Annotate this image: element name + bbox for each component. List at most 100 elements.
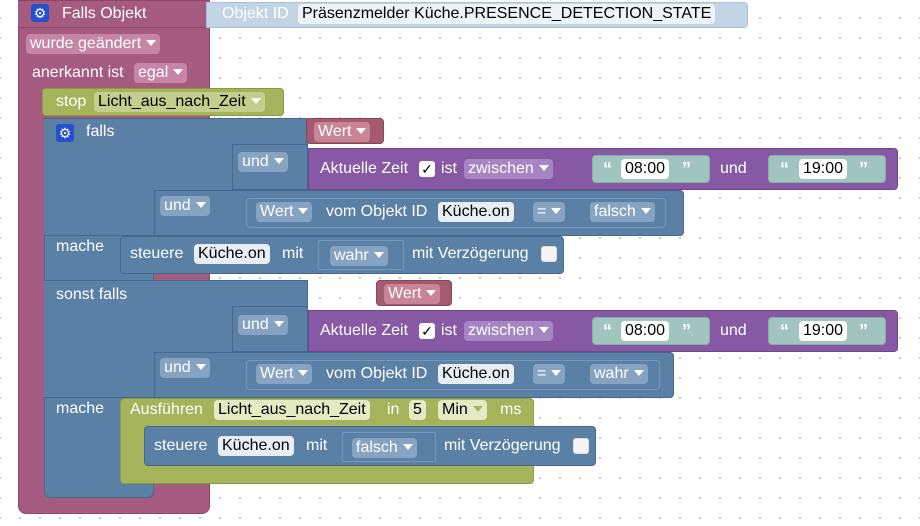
time-from-field-1[interactable]: 08:00 (621, 159, 670, 179)
time-to-field-1[interactable]: 19:00 (799, 159, 848, 179)
timeout-name-field[interactable]: Licht_aus_nach_Zeit (214, 400, 370, 420)
mit-label-1: mit (282, 245, 304, 262)
timeout-unit-text: Min (442, 401, 468, 418)
time-to-field-2[interactable]: 19:00 (799, 321, 848, 341)
sonst-falls-label: sonst falls (56, 286, 128, 303)
compare-dropdown-1[interactable]: zwischen (464, 159, 553, 179)
quote-close-icon: ” (859, 159, 868, 179)
delay-label-1: mit Verzögerung (412, 245, 529, 262)
operator-dropdown-1[interactable]: = (533, 202, 566, 222)
und-dropdown-1b[interactable]: und (160, 196, 210, 216)
und-dropdown-1a[interactable]: und (238, 152, 288, 172)
mache-label-2: mache (56, 400, 105, 417)
chevron-down-icon (298, 208, 309, 214)
falls-label: falls (86, 123, 115, 140)
and-block-2[interactable] (154, 352, 674, 398)
get-value-dropdown-2[interactable]: Wert (256, 364, 313, 384)
chevron-down-icon (146, 40, 157, 46)
compare-dropdown-2[interactable]: zwischen (464, 321, 553, 341)
quote-close-icon: ” (682, 159, 691, 179)
quote-close-icon: ” (859, 321, 868, 341)
trigger-title: Falls Objekt (62, 5, 147, 22)
ack-dropdown[interactable]: egal (134, 63, 188, 83)
time-checkbox-2[interactable]: ✓ (419, 323, 435, 339)
chevron-down-icon (402, 444, 413, 450)
action-value-text: wahr (334, 247, 369, 264)
und-dropdown-2b[interactable]: und (160, 358, 210, 378)
objekt-id-label: Objekt ID (222, 5, 289, 22)
changed-option-text: wurde geändert (30, 35, 142, 52)
chevron-down-icon (173, 69, 184, 75)
wert-variable-dropdown-1[interactable]: Wert (314, 122, 371, 142)
timeout-label: Ausführen (130, 401, 203, 418)
chevron-down-icon (273, 158, 284, 164)
delay-checkbox-2[interactable] (573, 438, 589, 454)
object-id-field-2[interactable]: Küche.on (438, 364, 514, 384)
compare-block-1[interactable] (246, 198, 666, 228)
vom-objekt-label-1: vom Objekt ID (326, 203, 428, 220)
objekt-id-field[interactable]: Präsenzmelder Küche.PRESENCE_DETECTION_S… (298, 4, 716, 24)
wert-var-text: Wert (388, 285, 422, 302)
bool-dropdown-2[interactable]: wahr (590, 364, 648, 384)
gear-icon[interactable]: ⚙ (56, 124, 74, 142)
chevron-down-icon (195, 364, 206, 370)
action-value-dropdown-2[interactable]: falsch (352, 438, 417, 458)
in-label: in (387, 401, 400, 418)
stop-label: stop (56, 93, 87, 110)
delay-checkbox-1[interactable] (541, 246, 557, 262)
value-holder-1 (318, 240, 404, 270)
und-text: und (164, 359, 191, 376)
object-id-field-1[interactable]: Küche.on (438, 202, 514, 222)
timeout-amount-field[interactable]: 5 (409, 400, 426, 420)
und-text-2: und (720, 322, 747, 339)
und-text: und (242, 316, 269, 333)
compare-block-2[interactable] (246, 360, 660, 390)
chevron-down-icon (373, 252, 384, 258)
get-value-text: Wert (260, 203, 294, 220)
ack-label: anerkannt ist (32, 64, 124, 81)
quote-open-icon: “ (780, 321, 789, 341)
compare-text: zwischen (468, 160, 534, 177)
chevron-down-icon (250, 98, 261, 104)
quote-open-icon: “ (780, 159, 789, 179)
mache-label-1: mache (56, 238, 105, 255)
und-text-1: und (720, 160, 747, 177)
bool-dropdown-1[interactable]: falsch (590, 202, 655, 222)
chevron-down-icon (298, 370, 309, 376)
gear-icon[interactable]: ⚙ (31, 4, 49, 22)
chevron-down-icon (195, 202, 206, 208)
operator-dropdown-2[interactable]: = (533, 364, 566, 384)
time-label-1: Aktuelle Zeit (320, 160, 409, 177)
ack-option-text: egal (138, 64, 169, 81)
chevron-down-icon (538, 165, 549, 171)
timeout-unit-dropdown[interactable]: Min (438, 400, 487, 420)
wert-var-text: Wert (318, 123, 352, 140)
quote-open-icon: “ (603, 321, 612, 341)
wert-variable-dropdown-2[interactable]: Wert (384, 284, 441, 304)
quote-open-icon: “ (603, 159, 612, 179)
compare-text: zwischen (468, 322, 534, 339)
changed-dropdown[interactable]: wurde geändert (26, 34, 161, 54)
und-text: und (164, 197, 191, 214)
delay-label-2: mit Verzögerung (444, 437, 561, 454)
action-label-2: steuere (154, 437, 208, 454)
chevron-down-icon (472, 406, 483, 412)
und-dropdown-2a[interactable]: und (238, 315, 288, 335)
chevron-down-icon (551, 370, 562, 376)
time-checkbox-1[interactable]: ✓ (419, 161, 435, 177)
get-value-dropdown-1[interactable]: Wert (256, 202, 313, 222)
time-from-field-2[interactable]: 08:00 (621, 321, 670, 341)
chevron-down-icon (426, 290, 437, 296)
action-value-dropdown-1[interactable]: wahr (330, 246, 388, 266)
stop-timer-dropdown[interactable]: Licht_aus_nach_Zeit (94, 92, 265, 112)
chevron-down-icon (640, 208, 651, 214)
mit-label-2: mit (306, 437, 328, 454)
action-object-field-2[interactable]: Küche.on (218, 436, 294, 456)
action-object-field-1[interactable]: Küche.on (194, 244, 270, 264)
chevron-down-icon (551, 208, 562, 214)
nicht-label: nicht (320, 286, 354, 303)
chevron-down-icon (633, 370, 644, 376)
bool-text: wahr (594, 365, 629, 382)
chevron-down-icon (538, 327, 549, 333)
und-text: und (242, 153, 269, 170)
